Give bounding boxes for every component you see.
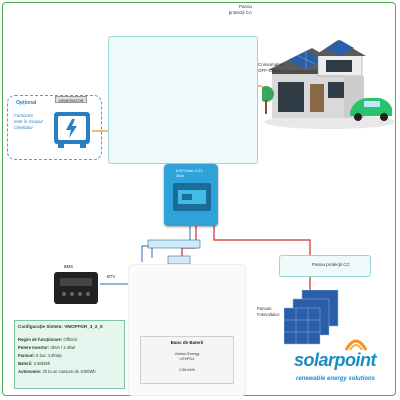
pv-panels-icon — [284, 290, 339, 345]
busbar-icon — [147, 239, 201, 249]
data-line-bms-2 — [141, 245, 150, 262]
optional-generator-box — [7, 95, 102, 160]
config-row: Regim de funcționare: OffGrid — [18, 337, 77, 342]
brand-tagline: renewable energy solutions — [296, 376, 376, 382]
sun-logo-icon — [344, 339, 368, 351]
config-row: Panouri: 6 buc 4.2kWp — [18, 353, 62, 358]
house-illustration — [262, 40, 394, 129]
battery-title: Banc de Baterii — [170, 340, 204, 345]
optional-note: Furnizare este în Scopul Clientului — [14, 113, 43, 130]
config-title: Configurație Sistem: VMOFFGR_3_2_5 — [18, 324, 103, 329]
consumers-label: Consumatori OFF-GRID — [258, 62, 284, 73]
inverter-label: EASYSolar-II GX 3kVa — [176, 169, 203, 178]
generator-label: GENERATOR — [55, 96, 87, 103]
battery-bank — [140, 336, 234, 384]
ac-panel-title: Panou protecții CA — [228, 4, 252, 15]
brand-logo: solarpoint — [294, 350, 377, 370]
inverter-display-icon — [178, 190, 206, 204]
btv-label: BTV — [107, 274, 116, 279]
bms-device-icon — [54, 272, 98, 304]
battery-capacity: 2.56 kWh — [178, 368, 196, 372]
config-box — [14, 320, 125, 389]
dc-panel-title: Panou protecții CC — [312, 262, 350, 267]
optional-title: Opțional — [16, 100, 37, 106]
dc-protection-panel — [279, 255, 371, 277]
config-row: Autonomie: 2h la un consum de 1000Wh — [18, 369, 96, 374]
pv-label: Panouri Fotovoltaice — [257, 306, 280, 317]
config-row: Putere Invertor: 3kVA / 2.4kW — [18, 345, 76, 350]
bms-label: BMS — [64, 264, 74, 269]
generator-icon — [54, 112, 90, 148]
fuse-icon — [167, 255, 191, 265]
battery-model: Victron Energy LiFePO4 — [174, 352, 200, 361]
ac-protection-panel — [108, 36, 258, 164]
config-row: Baterii: 2.56kWh — [18, 361, 51, 366]
